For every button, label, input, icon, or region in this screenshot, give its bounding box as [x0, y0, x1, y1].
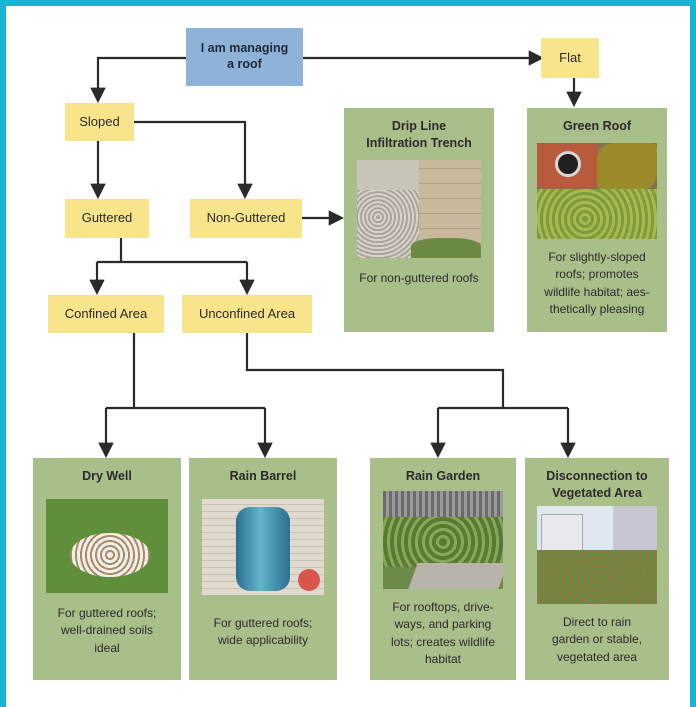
- drip-line-photo: [357, 159, 481, 258]
- root-node-label: I am managing a roof: [200, 41, 289, 71]
- frame-right-border: [690, 0, 696, 707]
- unconfined-area-node: Unconfined Area: [182, 295, 312, 333]
- non-guttered-node-label: Non-Guttered: [206, 210, 286, 226]
- rain-garden-title: Rain Garden: [405, 469, 481, 483]
- guttered-node: Guttered: [65, 199, 149, 238]
- arrow-root-sloped: [90, 56, 186, 104]
- green-roof-desc: For slightly-sloped roofs; promotes wild…: [544, 249, 650, 317]
- sloped-node: Sloped: [65, 103, 134, 141]
- rain-barrel-card: Rain Barrel For guttered roofs; wide app…: [189, 458, 337, 680]
- disconnection-photo: [537, 505, 657, 604]
- dry-well-desc: For guttered roofs; well-drained soils i…: [57, 605, 157, 655]
- rain-barrel-desc: For guttered roofs; wide applicability: [213, 615, 313, 648]
- rain-garden-card: Rain Garden For rooftops, drive-ways, an…: [370, 458, 516, 680]
- sloped-node-label: Sloped: [79, 113, 120, 129]
- arrow-unconfined-split: [245, 333, 568, 410]
- rain-barrel-title: Rain Barrel: [229, 469, 297, 483]
- drip-line-desc: For non-guttered roofs: [359, 270, 479, 285]
- drip-line-title: Drip Line Infiltration Trench: [366, 119, 472, 150]
- green-roof-title: Green Roof: [562, 119, 632, 133]
- drip-line-card: Drip Line Infiltration Trench For non-gu…: [344, 108, 494, 332]
- dry-well-title: Dry Well: [82, 469, 132, 483]
- arrow-sloped-nonguttered: [134, 120, 253, 200]
- rain-garden-desc: For rooftops, drive-ways, and parking lo…: [390, 599, 496, 667]
- confined-area-node: Confined Area: [48, 295, 164, 333]
- disconnection-card: Disconnection to Vegetated Area Direct t…: [525, 458, 669, 680]
- frame-top-border: [0, 0, 696, 6]
- rain-barrel-photo: [202, 498, 324, 595]
- arrow-guttered-split: [97, 238, 247, 264]
- guttered-node-label: Guttered: [81, 210, 133, 226]
- confined-area-node-label: Confined Area: [64, 305, 148, 321]
- unconfined-area-node-label: Unconfined Area: [198, 305, 296, 321]
- non-guttered-node: Non-Guttered: [190, 199, 302, 238]
- disconnection-title: Disconnection to Vegetated Area: [546, 469, 648, 500]
- arrow-confined-split: [106, 333, 265, 410]
- disconnection-desc: Direct to rain garden or stable, vegetat…: [551, 614, 643, 664]
- rain-garden-photo: [383, 490, 503, 589]
- green-roof-card: Green Roof For slightly-sloped roofs; pr…: [527, 108, 667, 332]
- dry-well-card: Dry Well For guttered roofs; well-draine…: [33, 458, 181, 680]
- root-node: I am managing a roof: [186, 28, 303, 86]
- frame-left-border: [0, 0, 6, 707]
- green-roof-photo: [537, 142, 657, 239]
- flat-node-label: Flat: [559, 49, 581, 65]
- flat-node: Flat: [541, 38, 599, 78]
- dry-well-photo: [46, 498, 168, 593]
